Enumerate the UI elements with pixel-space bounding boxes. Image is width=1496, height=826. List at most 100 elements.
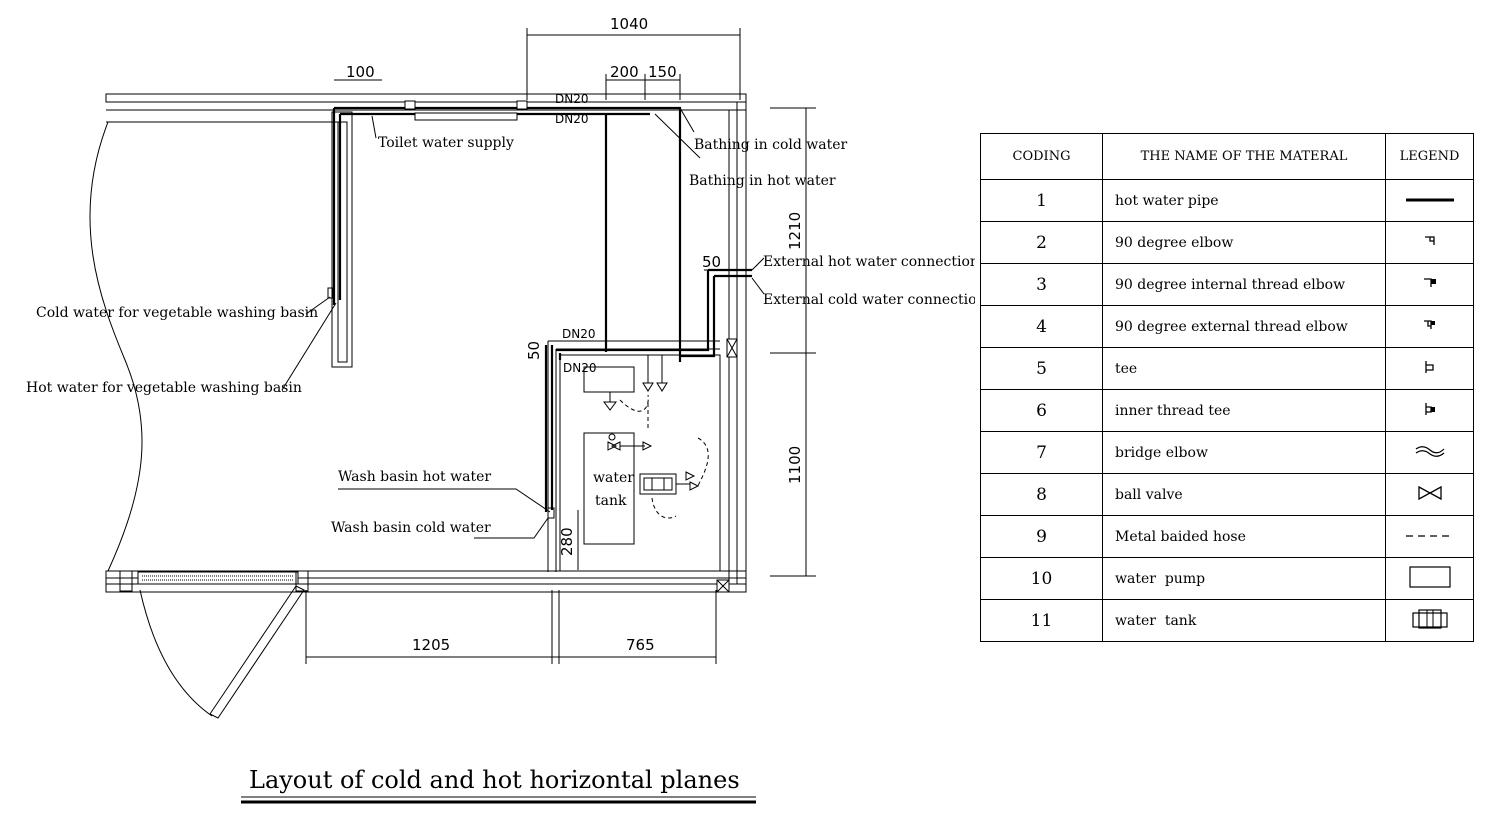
- label-external-cold: External cold water connection: [763, 292, 975, 308]
- label-bath-cold: Bathing in cold water: [694, 137, 848, 153]
- tank-icon: [1411, 608, 1449, 634]
- legend-symbol: [1385, 305, 1474, 348]
- door-leaf: [209, 585, 305, 719]
- legend-symbol: [1385, 389, 1474, 432]
- dim-bottom-right: 765: [626, 636, 655, 654]
- dim-mid-a: 200: [610, 63, 639, 81]
- legend-symbol: [1385, 263, 1474, 306]
- bridge-elbow-icon: [1414, 445, 1446, 462]
- dashed-line-icon: [1404, 529, 1456, 545]
- floor-plan-drawing: 1040 100 200 150 1210 1100 1205 765 50 5…: [26, 15, 975, 804]
- header-coding: CODING: [980, 133, 1103, 180]
- internal-thread-elbow-icon: [1422, 277, 1438, 294]
- legend-symbol: [1385, 599, 1474, 642]
- bathroom-area: [559, 354, 721, 572]
- door-swing-arc: [139, 589, 213, 717]
- legend-code: 7: [980, 431, 1103, 474]
- label-wash-cold: Wash basin cold water: [331, 520, 491, 536]
- solid-line-icon: [1404, 193, 1456, 209]
- label-tank-line2: tank: [595, 493, 627, 509]
- water-tank-box: [583, 432, 635, 545]
- label-wash-hot: Wash basin hot water: [338, 469, 491, 485]
- tee-icon: [1423, 360, 1437, 379]
- legend-material-name: inner thread tee: [1102, 389, 1386, 432]
- legend-material-name: ball valve: [1102, 473, 1386, 516]
- external-thread-elbow-icon: [1422, 319, 1438, 336]
- dim-mid-b: 150: [648, 63, 677, 81]
- water-pump-box: [583, 366, 635, 393]
- pipe-size-label: DN20: [555, 112, 589, 126]
- legend-code: 2: [980, 221, 1103, 264]
- ball-valve-icon: [1416, 485, 1444, 505]
- inner-thread-tee-icon: [1423, 402, 1437, 421]
- legend-code: 3: [980, 263, 1103, 306]
- dim-height-280: 280: [558, 527, 576, 556]
- pipe-size-label: DN20: [555, 92, 589, 106]
- legend-symbol: [1385, 473, 1474, 516]
- top-wall: [105, 93, 747, 103]
- legend-code: 10: [980, 557, 1103, 600]
- break-line: [89, 121, 143, 572]
- legend-code: 4: [980, 305, 1103, 348]
- dim-top-overall: 1040: [610, 15, 648, 33]
- elbow-icon: [1423, 235, 1437, 252]
- dim-small-b: 50: [525, 341, 543, 360]
- legend-symbol: [1385, 431, 1474, 474]
- legend-symbol: [1385, 557, 1474, 600]
- legend-material-name: hot water pipe: [1102, 179, 1386, 222]
- legend-header-row: CODING THE NAME OF THE MATERAL LEGEND: [980, 133, 1474, 180]
- legend-material-name: 90 degree internal thread elbow: [1102, 263, 1386, 306]
- pump-icon: [1408, 565, 1452, 593]
- label-external-hot: External hot water connection: [763, 254, 975, 270]
- bottom-wall: [105, 570, 747, 593]
- legend-symbol: [1385, 179, 1474, 222]
- label-veg-cold: Cold water for vegetable washing basin: [36, 305, 318, 321]
- header-material-name: THE NAME OF THE MATERAL: [1102, 133, 1386, 180]
- dim-left-offset: 100: [346, 63, 375, 81]
- legend-symbol: [1385, 221, 1474, 264]
- legend-code: 9: [980, 515, 1103, 558]
- legend-material-name: water pump: [1102, 557, 1386, 600]
- legend-symbol: [1385, 515, 1474, 558]
- header-legend: LEGEND: [1385, 133, 1474, 180]
- legend-code: 1: [980, 179, 1103, 222]
- dim-right-lower: 1100: [786, 446, 804, 484]
- door-frame: [137, 571, 299, 585]
- dim-small-a: 50: [702, 253, 721, 271]
- legend-material-name: tee: [1102, 347, 1386, 390]
- legend-material-name: 90 degree external thread elbow: [1102, 305, 1386, 348]
- label-bath-hot: Bathing in hot water: [689, 173, 836, 189]
- legend-material-name: water tank: [1102, 599, 1386, 642]
- pipe-size-label: DN20: [563, 361, 597, 375]
- legend-code: 11: [980, 599, 1103, 642]
- legend-symbol: [1385, 347, 1474, 390]
- legend-material-name: bridge elbow: [1102, 431, 1386, 474]
- legend-code: 6: [980, 389, 1103, 432]
- legend-material-name: Metal baided hose: [1102, 515, 1386, 558]
- basin-counter: [331, 111, 353, 368]
- dim-bottom-left: 1205: [412, 636, 450, 654]
- legend-code: 5: [980, 347, 1103, 390]
- label-veg-hot: Hot water for vegetable washing basin: [26, 380, 302, 396]
- legend-material-name: 90 degree elbow: [1102, 221, 1386, 264]
- label-toilet-supply: Toilet water supply: [378, 135, 514, 151]
- drawing-title: Layout of cold and hot horizontal planes: [249, 766, 740, 794]
- legend-code: 8: [980, 473, 1103, 516]
- pipe-size-label: DN20: [562, 327, 596, 341]
- label-tank-line1: water: [593, 470, 634, 486]
- window: [414, 112, 518, 121]
- dim-right-upper: 1210: [786, 212, 804, 250]
